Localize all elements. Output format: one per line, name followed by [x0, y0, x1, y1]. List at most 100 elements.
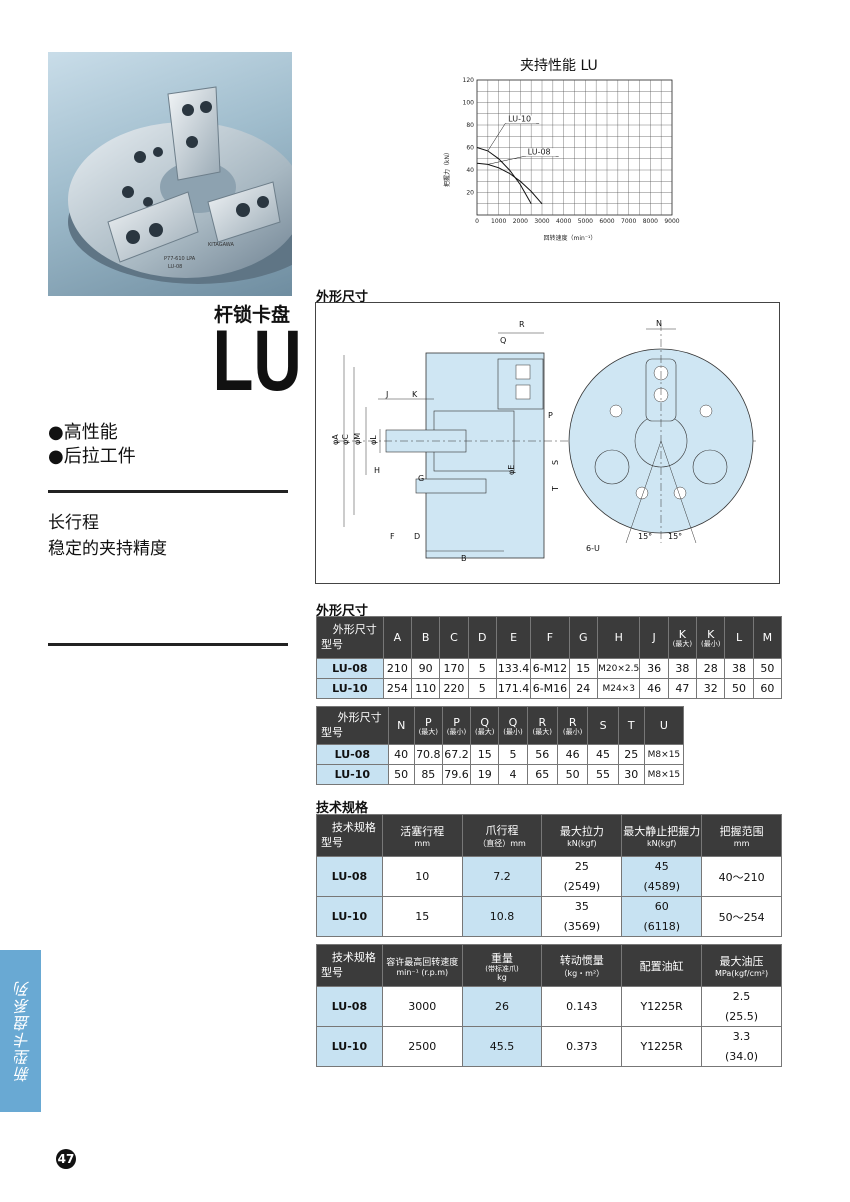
- table-cell: 38: [667, 658, 698, 679]
- series-side-tab: 新型卡盘系列: [0, 950, 41, 1112]
- col-header: N: [387, 706, 415, 745]
- table-cell: 6-M12: [530, 658, 570, 679]
- col-header: B: [410, 616, 441, 659]
- table-cell: 0.373: [541, 1026, 623, 1067]
- table-cell: 15: [470, 744, 500, 765]
- table-cell: 45: [621, 856, 703, 877]
- x-tick-label: 1000: [491, 218, 506, 225]
- table-cell: 36: [639, 658, 669, 679]
- col-header: Q(最小): [498, 706, 528, 745]
- outline-section-title: 外形尺寸: [316, 290, 369, 305]
- table-cell: 0.143: [541, 986, 623, 1027]
- chuck-illustration: P77-610 LPA LU-08 KITAGAWA: [68, 86, 292, 284]
- col-header: E: [495, 616, 532, 659]
- series-line-lu-08: [476, 162, 543, 205]
- table-row: LU-10 254 110 220 5 171.4 6-M16 24 M24×3…: [316, 678, 783, 699]
- table-cell: 4: [498, 764, 528, 785]
- table-cell: M20×2.5: [596, 658, 641, 679]
- dim-label-H: H: [374, 466, 380, 475]
- col-header: 爪行程（直径）mm: [461, 814, 543, 857]
- table-cell: 25: [617, 744, 645, 765]
- x-tick-label: 4000: [556, 218, 571, 225]
- model-cell: LU-08: [316, 658, 384, 679]
- table-cell: (3569): [541, 916, 623, 937]
- table-cell: 5: [467, 678, 497, 699]
- table-cell: 7.2: [461, 856, 543, 897]
- model-cell: LU-08: [316, 856, 383, 897]
- table-cell: 10: [381, 856, 463, 897]
- series-label: LU-08: [528, 147, 551, 156]
- table-cell: 3000: [381, 986, 463, 1027]
- table-corner-header: 外形尺寸型号: [316, 616, 384, 659]
- dim-label-K: K: [412, 390, 418, 399]
- dim-label-T: T: [551, 486, 560, 492]
- table-cell: 65: [526, 764, 558, 785]
- table-cell: 55: [587, 764, 619, 785]
- model-cell: LU-10: [316, 1026, 383, 1067]
- col-header: S: [587, 706, 619, 745]
- x-tick-label: 0: [475, 218, 479, 225]
- table-cell: 45.5: [461, 1026, 543, 1067]
- table-cell: 70.8: [413, 744, 443, 765]
- table-cell: 50: [556, 764, 589, 785]
- table-cell: 25: [541, 856, 623, 877]
- table-cell: 28: [696, 658, 726, 679]
- y-tick-label: 80: [466, 122, 474, 129]
- bullet-1: ●高性能: [48, 422, 118, 443]
- table-cell: 220: [439, 678, 469, 699]
- y-tick-label: 60: [466, 145, 474, 152]
- dimension-table-1: 外形尺寸型号 A B C D E F G H J K(最大) K(最小) L M…: [316, 616, 783, 699]
- table-row: LU-10 50 85 79.6 19 4 65 50 55 30 M8×15: [316, 764, 685, 785]
- table-cell: 46: [639, 678, 669, 699]
- product-photo: P77-610 LPA LU-08 KITAGAWA: [48, 52, 292, 296]
- table-cell: 5: [467, 658, 497, 679]
- table-cell: 30: [617, 764, 645, 785]
- table-cell: 6-M16: [530, 678, 570, 699]
- table-cell: 46: [556, 744, 589, 765]
- engraving-3: KITAGAWA: [208, 242, 234, 248]
- table-cell: 47: [667, 678, 698, 699]
- table-cell: 10.8: [461, 896, 543, 937]
- col-header: T: [617, 706, 645, 745]
- table-cell: (34.0): [701, 1046, 782, 1067]
- model-cell: LU-10: [316, 764, 389, 785]
- dim-label-P: P: [548, 411, 553, 420]
- dim-label-phiM: φM: [353, 433, 362, 445]
- x-tick-label: 3000: [534, 218, 549, 225]
- col-header: K(最小): [696, 616, 726, 659]
- page-number: 47: [56, 1149, 76, 1169]
- outline-drawing-svg: R Q N J K P φA φC φM φL H G φE S T F D B…: [331, 319, 756, 563]
- product-model-title: LU: [212, 313, 302, 409]
- dim-table-title: 外形尺寸: [316, 604, 369, 619]
- dim-label-G: G: [418, 474, 424, 483]
- dim-label-6U: 6-U: [586, 544, 600, 553]
- table-cell: 35: [541, 896, 623, 917]
- table-cell: 15: [381, 896, 463, 937]
- dim-label-phiE: φE: [507, 465, 516, 475]
- table-cell: (6118): [621, 916, 703, 937]
- table-row: LU-08 3000 26 0.143 Y1225R 2.5: [316, 986, 782, 1027]
- y-tick-label: 100: [463, 100, 475, 107]
- table-cell: 171.4: [495, 678, 532, 699]
- engraving-1: P77-610 LPA: [164, 256, 196, 262]
- dim-label-phiC: φC: [341, 434, 350, 445]
- col-header: P(最大): [413, 706, 443, 745]
- table-cell: 254: [382, 678, 413, 699]
- bullet-2: ●后拉工件: [48, 446, 136, 467]
- col-header: L: [724, 616, 754, 659]
- col-header: Q(最大): [470, 706, 500, 745]
- model-cell: LU-10: [316, 678, 384, 699]
- table-cell: 67.2: [441, 744, 472, 765]
- col-header: 重量(带标准爪)kg: [461, 944, 543, 987]
- dim-label-R: R: [519, 320, 525, 329]
- col-header: F: [530, 616, 570, 659]
- table-cell: Y1225R: [621, 986, 703, 1027]
- table-cell: 24: [568, 678, 598, 699]
- table-cell: 3.3: [701, 1026, 782, 1047]
- side-tab-label: 新型卡盘系列: [14, 980, 33, 1082]
- chart-xlabel: 回转速度（min⁻¹）: [544, 234, 597, 242]
